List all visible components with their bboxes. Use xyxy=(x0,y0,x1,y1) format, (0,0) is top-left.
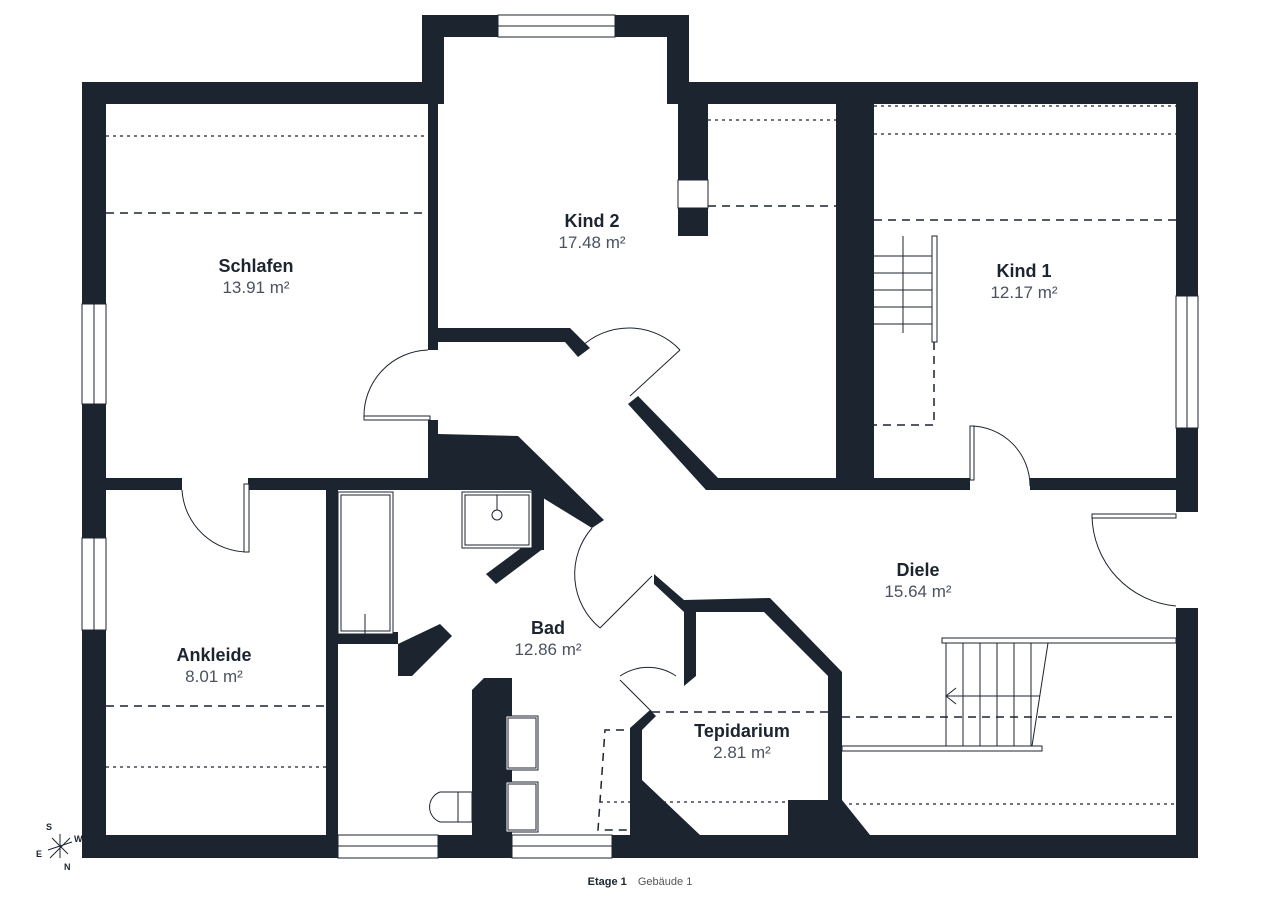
stairs xyxy=(841,235,1177,752)
compass-s: S xyxy=(46,822,53,832)
compass: S W E N xyxy=(36,822,86,874)
building-label: Gebäude 1 xyxy=(637,876,693,888)
slope-lines xyxy=(106,205,1176,831)
room-name: Kind 1 xyxy=(996,261,1052,281)
room-tepidarium: Tepidarium 2.81 m² xyxy=(694,720,790,764)
room-ankleide: Ankleide 8.01 m² xyxy=(176,644,251,688)
room-area: 17.48 m² xyxy=(558,233,626,252)
room-name: Kind 2 xyxy=(564,211,620,231)
room-kind-2: Kind 2 17.48 m² xyxy=(558,210,625,254)
dotted-lines xyxy=(106,105,1176,805)
room-diele: Diele 15.64 m² xyxy=(884,559,951,603)
room-bad: Bad 12.86 m² xyxy=(514,617,581,661)
fixtures xyxy=(337,491,539,833)
compass-w: W xyxy=(74,834,83,844)
room-name: Bad xyxy=(530,618,565,638)
room-name: Ankleide xyxy=(176,645,252,665)
room-area: 2.81 m² xyxy=(713,743,771,762)
doors xyxy=(181,327,1177,713)
room-area: 15.64 m² xyxy=(884,582,952,601)
room-name: Schlafen xyxy=(218,256,294,276)
compass-n: N xyxy=(64,862,71,872)
room-area: 12.86 m² xyxy=(514,640,582,659)
windows xyxy=(81,14,1199,859)
room-kind-1: Kind 1 12.17 m² xyxy=(990,260,1057,304)
room-area: 13.91 m² xyxy=(222,278,290,297)
room-area: 8.01 m² xyxy=(185,667,243,686)
room-area: 12.17 m² xyxy=(990,283,1058,302)
room-name: Diele xyxy=(896,560,940,580)
floor-label: Etage 1 xyxy=(587,876,627,888)
room-schlafen: Schlafen 13.91 m² xyxy=(218,255,293,299)
room-name: Tepidarium xyxy=(694,721,790,741)
footer: Etage 1 Gebäude 1 xyxy=(0,876,1280,888)
compass-rose xyxy=(47,834,73,859)
compass-e: E xyxy=(36,849,43,859)
